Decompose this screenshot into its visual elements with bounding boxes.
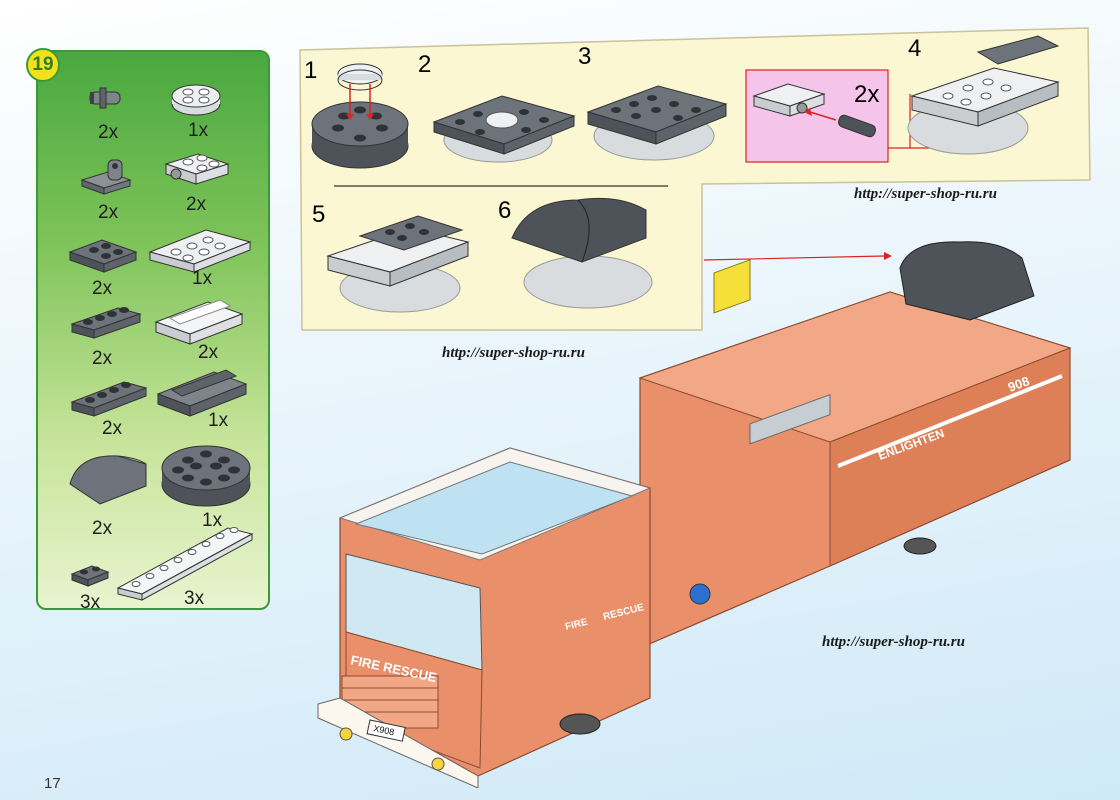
part-qty: 2x (92, 278, 113, 299)
clip-plate-part (80, 159, 132, 195)
plate-1x4-b-part (70, 381, 148, 417)
part-qty: 3x (184, 588, 205, 609)
part-qty: 2x (98, 202, 119, 223)
round-plate-4x4-part (161, 445, 251, 507)
curved-slope-part (69, 455, 147, 505)
round-plate-2x2-part (171, 84, 221, 116)
plate-with-pinhole-part (164, 153, 230, 185)
step-6-illustration (511, 197, 653, 309)
step-5-label: 5 (312, 201, 325, 228)
part-qty: 1x (208, 410, 229, 431)
step-5-illustration (326, 215, 470, 313)
slope-brick-light-part (154, 299, 244, 345)
plate-1x8-part (116, 527, 254, 601)
license-plate: X908 (373, 723, 396, 737)
step-3-label: 3 (578, 43, 591, 70)
watermark-url: http://super-shop-ru.ru (854, 186, 997, 202)
plate-1x2-part (70, 565, 110, 587)
truck-number: 908 (1006, 373, 1032, 395)
step-4-subassembly-box (745, 69, 989, 163)
plate-2x4-part (148, 229, 252, 273)
connector-pin-part (89, 87, 121, 109)
grille (341, 675, 439, 729)
page-number: 17 (44, 775, 61, 792)
part-qty: 2x (198, 342, 219, 363)
part-qty: 2x (186, 194, 207, 215)
side-logo-text: FIRE (564, 617, 589, 633)
step-1-label: 1 (304, 57, 317, 84)
build-steps-panel: 1 2 3 4 5 6 2x (299, 27, 1091, 331)
part-qty: 2x (98, 122, 119, 143)
step-1-illustration (311, 63, 409, 169)
parts-list-panel: 2x 1x 2x 2x 2x 1x 2x 2x 2x 1x 2x 1x 3x 3… (36, 50, 270, 610)
step-4-illustration (907, 35, 1060, 155)
subassembly-qty: 2x (854, 81, 879, 108)
part-qty: 2x (92, 518, 113, 539)
part-qty: 1x (202, 510, 223, 531)
step-2-illustration (432, 95, 576, 163)
part-qty: 1x (188, 120, 209, 141)
fire-truck-model-illustration: FIRE RESCUE FIRE RESCUE ENLIGHTEN 908 X9… (317, 241, 1072, 788)
part-qty: 1x (192, 268, 213, 289)
part-qty: 3x (80, 592, 101, 610)
step-3-illustration (586, 85, 728, 161)
step-2-label: 2 (418, 51, 431, 78)
plate-2x3-part (68, 239, 138, 273)
part-qty: 2x (102, 418, 123, 439)
watermark-url: http://super-shop-ru.ru (442, 345, 585, 361)
parts-illustrations (68, 84, 254, 601)
step-6-label: 6 (498, 197, 511, 224)
slope-brick-dark-part (156, 369, 248, 417)
step-4-label: 4 (908, 35, 921, 62)
step-number-badge: 19 (26, 48, 60, 82)
watermark-url: http://super-shop-ru.ru (822, 634, 965, 650)
plate-1x4-part (70, 307, 142, 339)
part-qty: 2x (92, 348, 113, 369)
